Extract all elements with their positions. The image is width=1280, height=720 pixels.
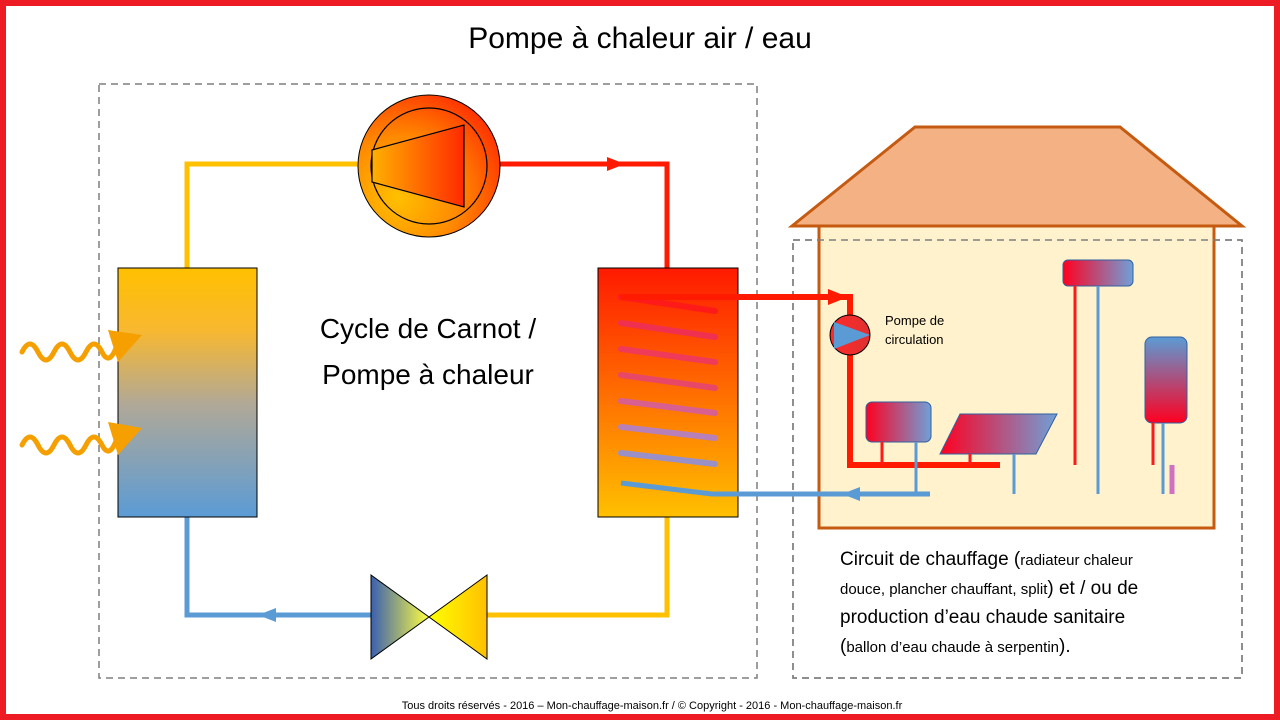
radiator-icon [865, 401, 932, 494]
heating-supply-pipe [621, 294, 1000, 468]
radiator-icon [1062, 259, 1134, 494]
heat-pump-boundary [98, 83, 758, 679]
description-line2: douce, plancher chauffant, split) et / o… [840, 578, 1138, 599]
pipe-valve-to-evaporator [184, 517, 372, 618]
expansion-valve-icon [370, 574, 488, 660]
house-roof [787, 125, 1247, 228]
pump-label-line1: Pompe de [885, 313, 944, 328]
description-line4-close: ). [1059, 636, 1071, 657]
flow-arrow-cold-icon [258, 608, 276, 622]
floor-heating-icon [939, 413, 1058, 494]
heat-wave-icon [19, 422, 142, 456]
evaporator-icon [117, 267, 258, 518]
compressor-icon [357, 94, 501, 238]
pump-label-line2: circulation [885, 332, 944, 347]
flow-arrow-hot-icon [607, 157, 625, 171]
description-line1: Circuit de chauffage (radiateur chaleur [840, 549, 1133, 570]
description-line1-detail: radiateur chaleur [1020, 552, 1133, 569]
condenser-coil [618, 294, 718, 467]
circulation-pump-icon [829, 314, 871, 356]
description-line1-main: Circuit de chauffage ( [840, 549, 1021, 570]
flow-arrow-supply-icon [828, 289, 848, 305]
hot-water-tank-icon [1144, 336, 1188, 494]
description-line4-detail: ballon d’eau chaude à serpentin [846, 639, 1059, 656]
cycle-label-line2: Pompe à chaleur [322, 359, 534, 390]
description-line2-main: ) et / ou de [1047, 578, 1138, 599]
page-title: Pompe à chaleur air / eau [468, 22, 812, 55]
heat-wave-icon [19, 330, 142, 363]
description-line2-detail: douce, plancher chauffant, split [840, 581, 1048, 598]
heating-circuit-boundary-overlay [792, 239, 1243, 679]
pipe-condenser-to-valve [487, 517, 670, 618]
copyright-footer: Tous droits réservés - 2016 – Mon-chauff… [402, 700, 903, 712]
pipe-compressor-to-condenser [498, 161, 670, 268]
flow-arrow-return-icon [842, 487, 860, 501]
description-line3: production d’eau chaude sanitaire [840, 607, 1125, 628]
cycle-label-line1: Cycle de Carnot / [320, 313, 537, 344]
description-line4: (ballon d’eau chaude à serpentin). [840, 636, 1071, 657]
pipe-evaporator-to-compressor [184, 161, 360, 268]
description-line4-open: ( [840, 636, 847, 657]
